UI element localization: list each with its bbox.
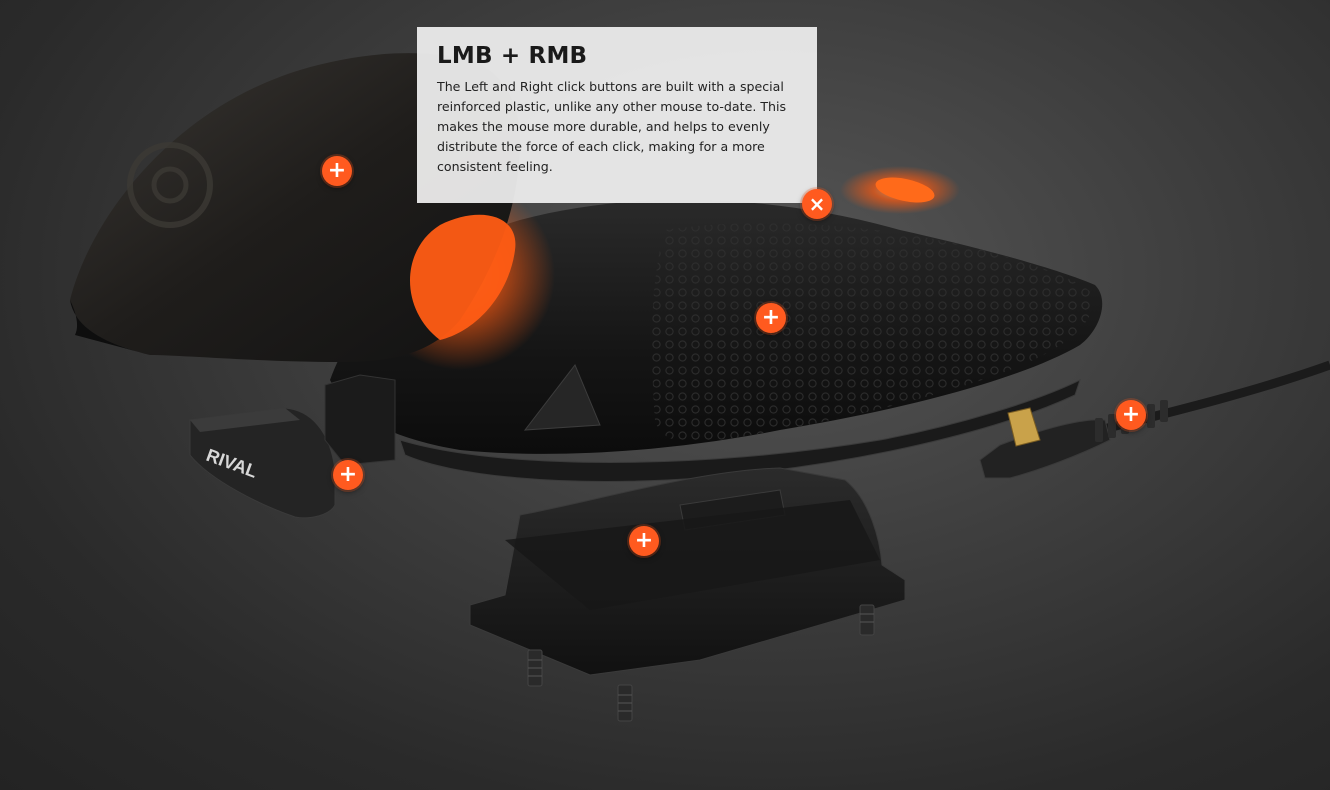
hotspot-side-grip-button[interactable]: +	[756, 303, 786, 333]
tooltip-title: LMB + RMB	[437, 43, 588, 69]
side-module: RIVAL	[189, 374, 396, 519]
hotspot-close-button[interactable]: ×	[802, 189, 832, 219]
hotspot-weight-base-button[interactable]: +	[629, 526, 659, 556]
tooltip-description: The Left and Right click buttons are bui…	[437, 79, 787, 174]
top-shell	[70, 53, 555, 370]
plus-icon: +	[634, 528, 654, 553]
weight-base	[469, 467, 906, 722]
feature-tooltip: LMB + RMB The Left and Right click butto…	[417, 27, 817, 203]
hotspot-shell-button[interactable]: +	[322, 156, 352, 186]
plus-icon: +	[338, 462, 358, 487]
hotspot-side-module-button[interactable]: +	[333, 460, 363, 490]
plus-icon: +	[761, 305, 781, 330]
usb-cable	[979, 360, 1330, 479]
close-icon: ×	[808, 192, 826, 216]
hotspot-cable-button[interactable]: +	[1116, 400, 1146, 430]
plus-icon: +	[327, 158, 347, 183]
plus-icon: +	[1121, 402, 1141, 427]
